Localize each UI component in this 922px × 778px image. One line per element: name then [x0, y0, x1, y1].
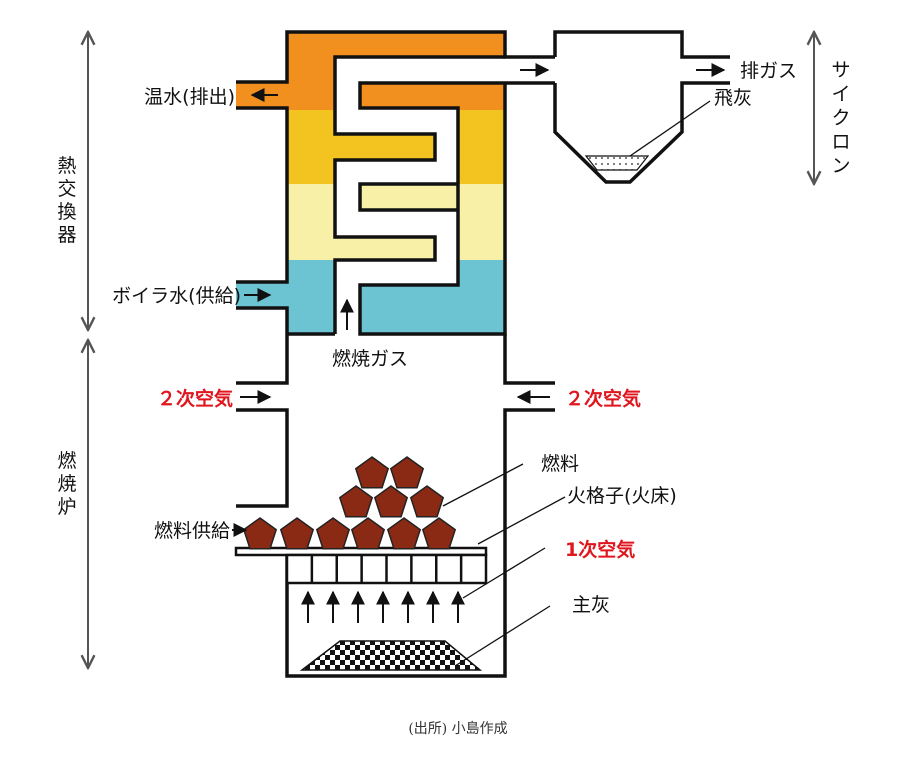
- label-primary-air: 1次空気: [565, 538, 635, 561]
- fuel-piece: [315, 517, 351, 550]
- bottom-ash-pile: [299, 640, 483, 671]
- fuel-piece: [421, 517, 457, 550]
- label-fly-ash: 飛灰: [714, 87, 752, 109]
- caption: (出所) 小島作成: [408, 721, 507, 737]
- fuel-piece: [386, 517, 422, 550]
- label-exhaust-gas: 排ガス: [740, 60, 797, 82]
- fuel-piece: [350, 517, 386, 550]
- label-fuel-supply: 燃料供給: [154, 520, 230, 542]
- label-combustion-gas: 燃焼ガス: [332, 348, 408, 370]
- cyclone: [553, 30, 730, 184]
- label-secondary-air-left: ２次空気: [157, 387, 233, 410]
- fly-ash-pile: [584, 155, 650, 171]
- label-secondary-air-right: ２次空気: [565, 387, 641, 410]
- label-hot-water-out: 温水(排出): [144, 86, 235, 108]
- fuel-piece: [389, 456, 425, 489]
- grate: [234, 546, 488, 585]
- fuel-piece: [373, 485, 409, 518]
- primary-air-arrows: [301, 590, 465, 623]
- label-cyclone: サイクロン: [830, 58, 852, 178]
- label-heat-exchanger: 熱交換器: [56, 155, 78, 247]
- heat-exchanger-walls: [236, 30, 555, 336]
- furnace: [236, 334, 555, 678]
- heat-exchanger: [236, 30, 555, 336]
- fuel-piece: [338, 485, 374, 518]
- label-grate: 火格子(火床): [567, 485, 677, 507]
- fuel-pile: [242, 456, 457, 550]
- heat-exchanger-fin: [335, 134, 435, 160]
- label-furnace: 燃焼炉: [56, 450, 78, 519]
- fly-ash-leader: [629, 100, 711, 157]
- label-boiler-water-in: ボイラ水(供給): [112, 285, 241, 307]
- fuel-piece: [354, 456, 390, 489]
- heat-exchanger-fin: [335, 237, 435, 260]
- label-fuel: 燃料: [541, 453, 579, 475]
- leader-lines: [442, 463, 566, 667]
- fuel-piece: [409, 485, 445, 518]
- heat-exchanger-fin: [360, 184, 458, 210]
- fuel-piece: [279, 517, 315, 550]
- fuel-piece: [242, 517, 278, 550]
- label-bottom-ash: 主灰: [572, 594, 610, 616]
